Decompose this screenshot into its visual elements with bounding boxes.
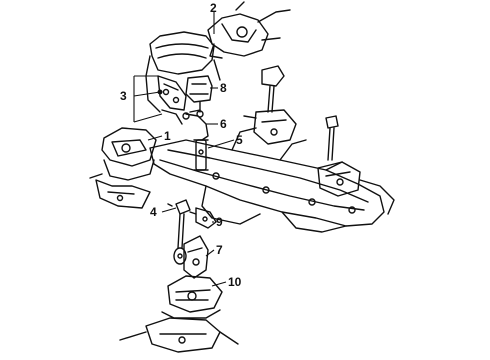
callout-3: 3: [120, 89, 127, 103]
part-3-bracket: [157, 75, 187, 125]
callout-6: 6: [220, 117, 227, 131]
engine-silhouette: [145, 31, 221, 113]
part-9-small-bracket: [189, 207, 217, 229]
far-right-mount: [317, 115, 395, 215]
part-4-link-rod: [167, 199, 191, 265]
left-lower-bracket: [95, 179, 151, 209]
part-10-lower-mount: [161, 275, 223, 319]
bottom-frame-section: [119, 317, 239, 353]
callout-1: 1: [164, 129, 171, 143]
callout-10: 10: [228, 275, 242, 289]
callout-9: 9: [216, 215, 223, 229]
subframe-crossmember: [149, 127, 385, 233]
callout-7: 7: [216, 243, 223, 257]
part-5-stud: [193, 139, 209, 171]
leader-lines: [133, 12, 235, 287]
callout-8: 8: [220, 81, 227, 95]
part-8-mount: [185, 75, 213, 118]
part-6-link: [182, 109, 209, 141]
right-strut-assembly: [243, 65, 297, 145]
callout-4: 4: [150, 205, 157, 219]
callout-5: 5: [236, 133, 243, 147]
part-7-plate: [183, 235, 209, 279]
part-1-left-mount: [89, 127, 157, 181]
part-2-upper-mount: [207, 1, 291, 59]
callout-2: 2: [210, 1, 217, 15]
